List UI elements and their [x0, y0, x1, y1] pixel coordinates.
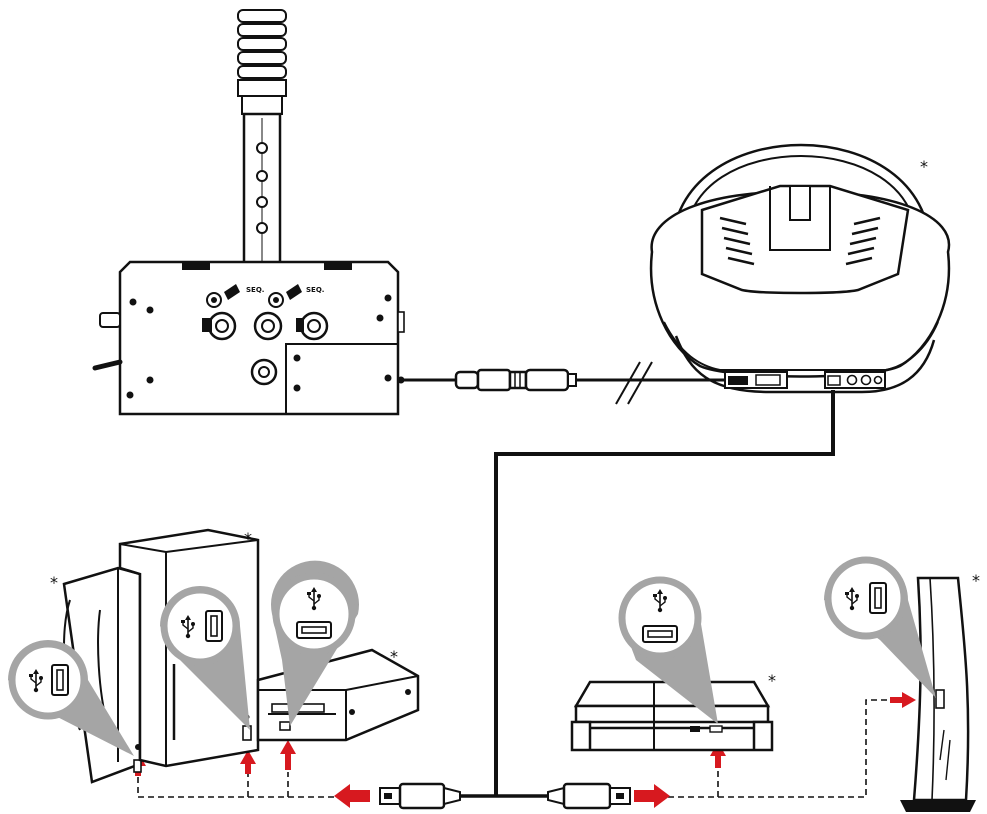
usb-port-icon [51, 664, 69, 696]
seq-label-left: SEQ. [246, 286, 264, 294]
console-ps5: * [900, 571, 980, 812]
connection-routes [137, 699, 892, 798]
shifter-body: SEQ. SEQ. [92, 260, 405, 416]
callout-xbox-series-s [8, 640, 134, 756]
wheel-base-device: * [649, 143, 951, 394]
console-xbox-one: * [256, 647, 420, 742]
arrow-right-ps5 [890, 692, 916, 708]
usb-port-icon [869, 582, 887, 614]
seq-label-right: SEQ. [306, 286, 324, 294]
callout-xbox-one [271, 560, 359, 726]
callout-xbox-series-x [160, 586, 250, 730]
cable-break-mark [615, 361, 641, 405]
arrow-to-xbox [334, 784, 370, 808]
callout-ps5 [824, 556, 936, 698]
asterisk-xbox-one: * [390, 647, 398, 666]
arrow-up-ps4 [710, 742, 726, 768]
usb-port-icon [205, 610, 223, 642]
asterisk-series-s: * [50, 573, 58, 592]
shifter-lever [242, 112, 282, 266]
arrow-to-playstation [634, 784, 670, 808]
shifter-cable [402, 361, 726, 405]
asterisk-ps4: * [768, 671, 776, 690]
asterisk-series-x: * [244, 529, 252, 548]
shifter-knob [237, 9, 287, 115]
callout-ps4 [618, 576, 718, 724]
asterisk-ps5: * [972, 571, 980, 590]
arrow-up-xbox-one [280, 740, 296, 770]
usb-plug-right [547, 782, 631, 810]
usb-plug-left [379, 782, 461, 810]
usb-cable [379, 390, 835, 810]
arrow-up-xbox-series-x [240, 750, 256, 774]
usb-port-icon [642, 625, 678, 643]
usb-port-icon [296, 621, 332, 639]
console-ps4: * [570, 671, 776, 752]
asterisk-wheel-base: * [920, 157, 928, 176]
shifter-device: SEQ. SEQ. [92, 9, 405, 416]
